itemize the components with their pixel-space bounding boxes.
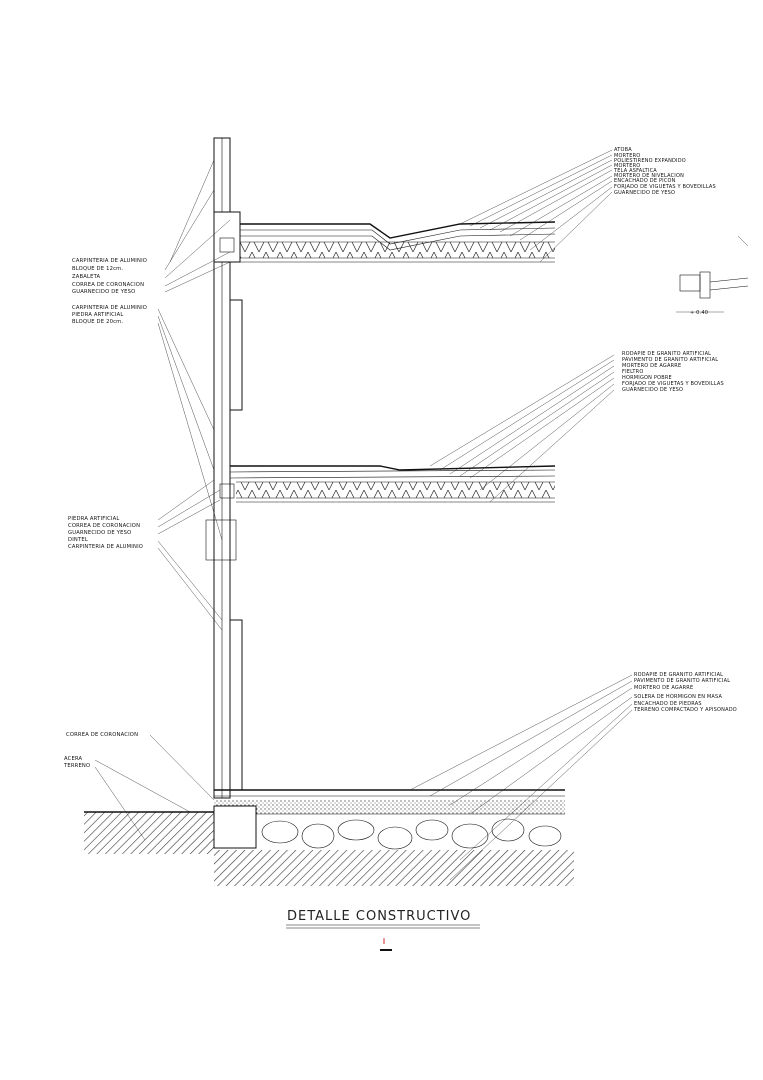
ground-slab (84, 789, 574, 886)
label: PIEDRA ARTIFICIAL (68, 516, 120, 522)
label: GUARNECIDO DE YESO (68, 530, 131, 536)
labels-floor: RODAPIE DE GRANITO ARTIFICIAL PAVIMENTO … (622, 351, 724, 393)
label: BLOQUE DE 20cm. (72, 319, 123, 325)
detail-dimension: + 0.40 (690, 310, 708, 316)
label: PAVIMENTO DE GRANITO ARTIFICIAL (622, 357, 718, 363)
label: CARPINTERIA DE ALUMINIO (72, 305, 147, 311)
labels-ground: RODAPIE DE GRANITO ARTIFICIAL PAVIMENTO … (633, 672, 737, 713)
main-wall (205, 137, 243, 799)
label: ZABALETA (72, 274, 101, 280)
labels-left-ground: CORREA DE CORONACION ACERA TERRENO (63, 732, 138, 769)
label: ENCACHADO DE PICON (614, 178, 676, 184)
labels-roof: ATOBA MORTERO POLIESTIRENO EXPANDIDO MOR… (613, 147, 716, 196)
roof-slab (213, 211, 556, 263)
label: CARPINTERIA DE ALUMINIO (68, 544, 143, 550)
label: ACERA (64, 756, 83, 762)
labels-left-top: CARPINTERIA DE ALUMINIO BLOQUE DE 12cm. … (72, 258, 147, 295)
label: CARPINTERIA DE ALUMINIO (72, 258, 147, 264)
label: ATOBA (614, 147, 632, 153)
label: GUARNECIDO DE YESO (614, 190, 675, 196)
leader-lines (94, 149, 633, 881)
label: FORJADO DE VIGUETAS Y BOVEDILLAS (614, 184, 716, 190)
label: CORREA DE CORONACION (66, 732, 138, 738)
label: TELA ASFALTICA (613, 168, 657, 174)
labels-left-mid: CARPINTERIA DE ALUMINIO PIEDRA ARTIFICIA… (72, 305, 147, 325)
labels-left-lower: PIEDRA ARTIFICIAL CORREA DE CORONACION G… (68, 516, 143, 550)
label: MORTERO DE AGARRE (622, 363, 681, 369)
label: DINTEL (68, 537, 88, 543)
mid-floor-slab (219, 465, 556, 503)
label: TERRENO (63, 763, 90, 769)
label: SOLERA DE HORMIGON EN MASA (634, 694, 723, 700)
label: BLOQUE DE 12cm. (72, 266, 123, 272)
label: MORTERO DE AGARRE (634, 685, 693, 691)
label: CORREA DE CORONACION (68, 523, 140, 529)
label: PAVIMENTO DE GRANITO ARTIFICIAL (634, 678, 730, 684)
label: RODAPIE DE GRANITO ARTIFICIAL (622, 351, 711, 357)
drawing-title: DETALLE CONSTRUCTIVO (286, 909, 480, 951)
label: MORTERO DE NIVELACION (614, 173, 684, 179)
label: FIELTRO (622, 369, 643, 375)
label: FORJADO DE VIGUETAS Y BOVEDILLAS (622, 381, 724, 387)
label: HORMIGON POBRE (622, 375, 672, 381)
small-section-detail: + 0.40 (676, 235, 749, 316)
label: TERRENO COMPACTADO Y APISONADO (633, 707, 737, 713)
label: POLIESTIRENO EXPANDIDO (614, 158, 686, 164)
label: RODAPIE DE GRANITO ARTIFICIAL (634, 672, 723, 678)
label: PIEDRA ARTIFICIAL (72, 312, 124, 318)
label: CORREA DE CORONACION (72, 282, 144, 288)
page-title: DETALLE CONSTRUCTIVO (287, 909, 471, 924)
label: GUARNECIDO DE YESO (622, 387, 683, 393)
label: GUARNECIDO DE YESO (72, 289, 135, 295)
label: MORTERO (614, 153, 640, 159)
label: ENCACHADO DE PIEDRAS (634, 701, 702, 707)
label: MORTERO (614, 163, 640, 169)
